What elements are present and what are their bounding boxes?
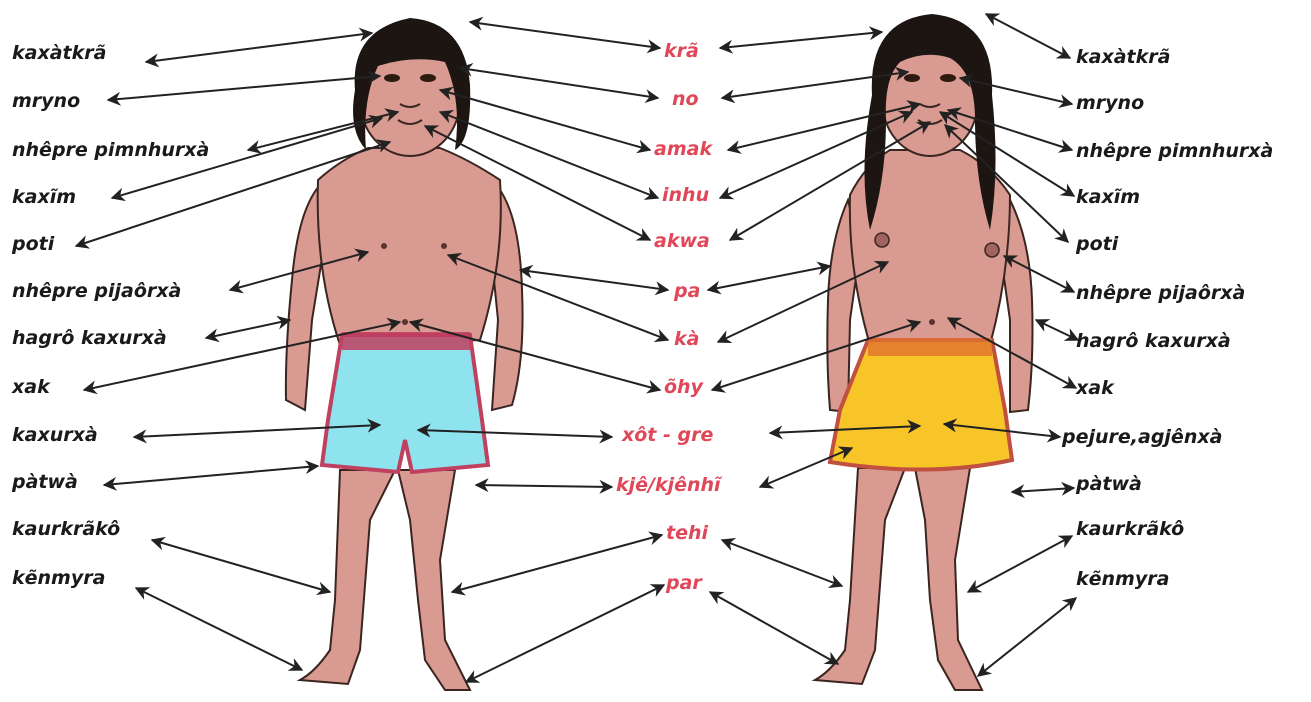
right-label-hagro-kaxurxa: hagrô kaxurxà — [1076, 330, 1231, 352]
female-skirt — [830, 340, 1012, 470]
left-label-nhepre-pijaorxa: nhêpre pijaôrxà — [12, 280, 181, 302]
mid-label-amak: amak — [654, 138, 712, 160]
mid-label-no: no — [672, 88, 699, 110]
mid-label-xot-gre: xôt - gre — [622, 424, 713, 446]
mid-label-par: par — [666, 572, 702, 594]
mid-label-tehi: tehi — [666, 522, 708, 544]
female-figure — [815, 14, 1033, 690]
right-label-xak: xak — [1076, 377, 1114, 399]
right-label-kaurkrako: kaurkrãkô — [1076, 518, 1184, 540]
right-label-patwa: pàtwà — [1076, 473, 1142, 495]
right-label-mryno: mryno — [1076, 92, 1144, 114]
right-label-kaxim: kaxĩm — [1076, 186, 1140, 208]
right-label-kenmyra: kẽnmyra — [1076, 568, 1169, 590]
left-label-kaxim: kaxĩm — [12, 186, 76, 208]
left-label-kenmyra: kẽnmyra — [12, 567, 105, 589]
mid-label-ka: kà — [674, 328, 699, 350]
male-legs — [300, 470, 470, 690]
mid-label-ohy: õhy — [664, 376, 703, 398]
female-legs — [815, 468, 982, 690]
right-label-pejure-agjenxa: pejure,agjênxà — [1062, 426, 1222, 448]
mid-label-kra: krã — [664, 40, 699, 62]
left-label-kaxatkra: kaxàtkrã — [12, 42, 106, 64]
mid-label-kje-kjenhi: kjê/kjênhĩ — [616, 474, 721, 496]
mid-label-akwa: akwa — [654, 230, 710, 252]
right-label-nhepre-pijaorxa: nhêpre pijaôrxà — [1076, 282, 1245, 304]
mid-label-inhu: inhu — [662, 184, 709, 206]
male-torso — [318, 148, 501, 345]
left-label-kaurkrako: kaurkrãkô — [12, 518, 120, 540]
left-label-nhepre-pimnhurxa: nhêpre pimnhurxà — [12, 139, 209, 161]
left-label-hagro-kaxurxa: hagrô kaxurxà — [12, 327, 167, 349]
mid-label-pa: pa — [674, 280, 700, 302]
left-label-patwa: pàtwà — [12, 471, 78, 493]
left-label-poti: poti — [12, 233, 54, 255]
right-label-poti: poti — [1076, 233, 1118, 255]
left-label-xak: xak — [12, 376, 50, 398]
right-label-nhepre-pimnhurxa: nhêpre pimnhurxà — [1076, 140, 1273, 162]
left-label-mryno: mryno — [12, 90, 80, 112]
right-label-kaxatkra: kaxàtkrã — [1076, 46, 1170, 68]
male-shorts — [322, 335, 488, 472]
left-label-kaxurxa: kaxurxà — [12, 424, 98, 446]
